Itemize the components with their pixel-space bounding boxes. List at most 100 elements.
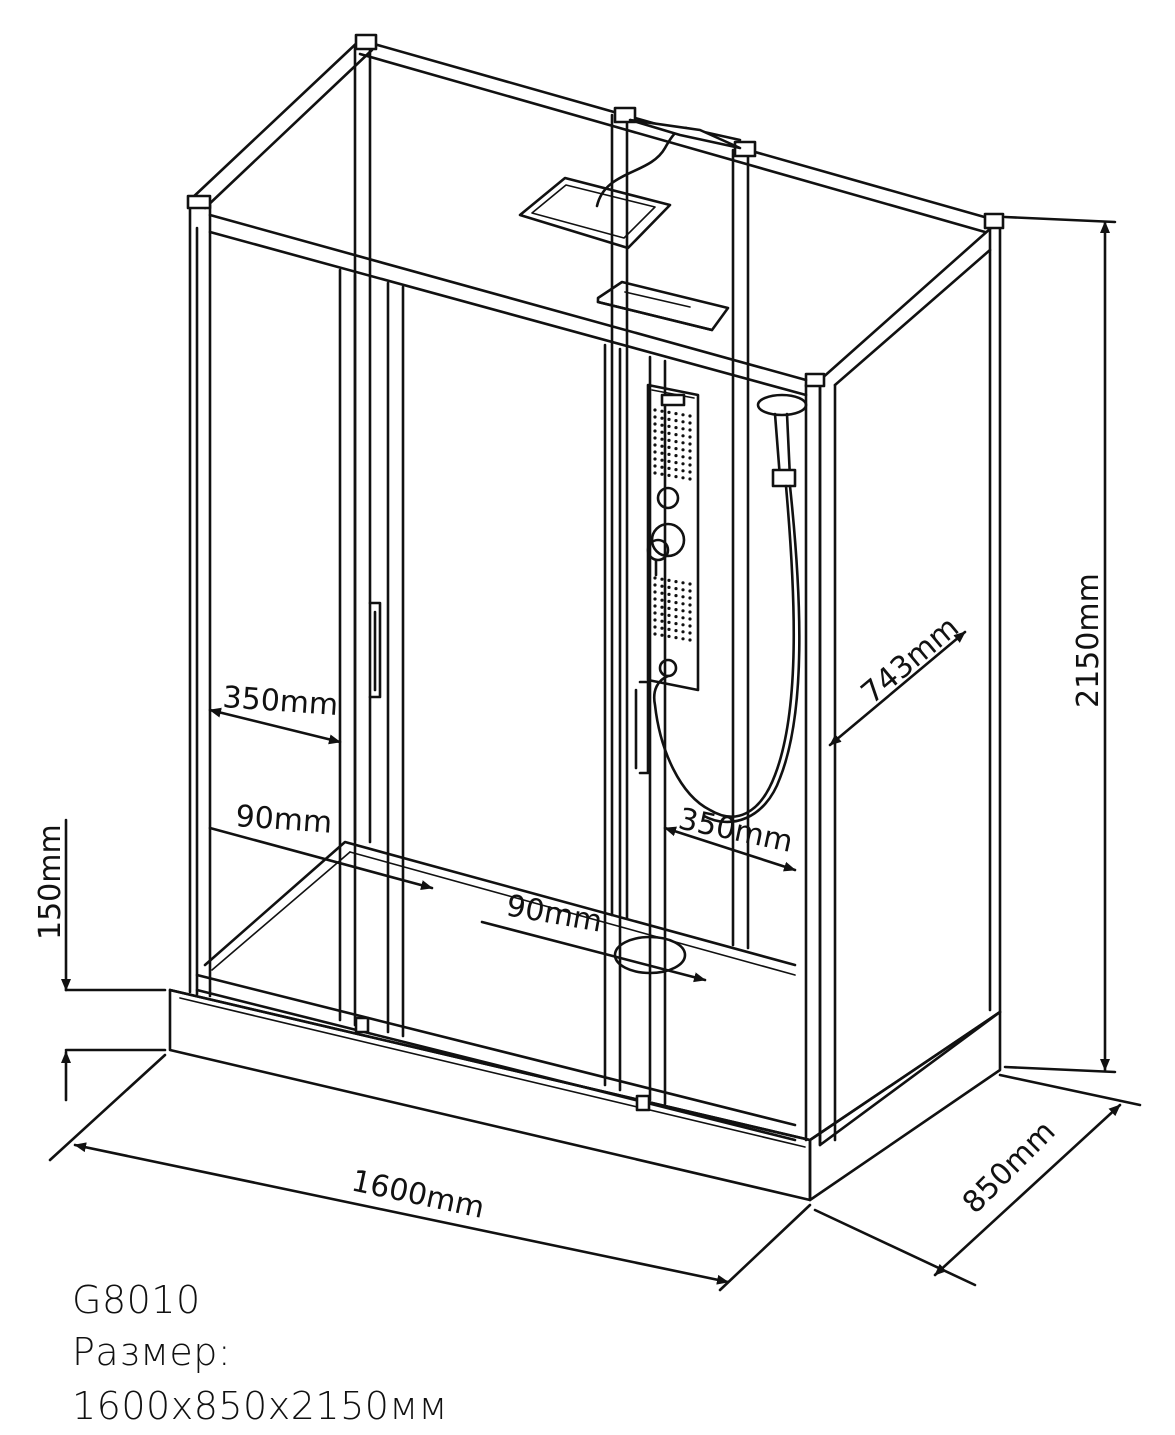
massage-jet [688, 638, 692, 642]
massage-jet [660, 423, 664, 427]
massage-jet [688, 582, 692, 586]
massage-jet [660, 416, 664, 420]
massage-jet [660, 619, 664, 623]
massage-jet [667, 431, 671, 435]
massage-jet [667, 438, 671, 442]
massage-jet [667, 592, 671, 597]
massage-jet [660, 444, 664, 448]
right-side-panel [818, 212, 1005, 1147]
massage-jet [681, 441, 685, 445]
massage-jet [660, 591, 664, 595]
drain [613, 935, 687, 975]
massage-jet [660, 451, 664, 455]
inner-floor [203, 840, 797, 976]
massage-jet [674, 608, 678, 612]
massage-jet [653, 436, 657, 440]
label-height: 2150mm [1071, 573, 1106, 708]
massage-jet [667, 585, 671, 590]
massage-jet [681, 448, 685, 452]
massage-jet [681, 609, 685, 613]
massage-jet [688, 603, 692, 607]
massage-jet [653, 604, 657, 608]
massage-jet [653, 611, 657, 615]
massage-jet [681, 462, 685, 466]
massage-jet [688, 414, 692, 418]
massage-jet [681, 637, 685, 641]
massage-jet [660, 598, 664, 602]
massage-jet [681, 581, 685, 585]
massage-jet [653, 597, 657, 601]
massage-jet [674, 440, 678, 444]
massage-jet [674, 433, 678, 437]
massage-jet [653, 408, 657, 412]
shelf [596, 280, 730, 332]
base-tray [168, 988, 1002, 1202]
massage-jet [681, 623, 685, 627]
door-handles [354, 601, 651, 1112]
massage-jet [660, 626, 664, 630]
massage-jet [653, 464, 657, 468]
massage-jet [667, 606, 671, 611]
massage-jet [660, 633, 664, 637]
massage-jet [660, 458, 664, 462]
label-depth: 850mm [956, 1114, 1063, 1221]
massage-jet [674, 601, 678, 605]
massage-jet [674, 615, 678, 619]
rain-shower [518, 118, 742, 250]
massage-jet [688, 624, 692, 628]
massage-jet [667, 578, 671, 583]
massage-jet [674, 468, 678, 472]
label-door-left-gap: 350mm [221, 680, 339, 723]
massage-jet [688, 435, 692, 439]
massage-jet [688, 456, 692, 460]
massage-jet [653, 583, 657, 587]
massage-jet [681, 413, 685, 417]
massage-jet [688, 449, 692, 453]
massage-jets-upper [653, 408, 692, 481]
model-name: G8010 [72, 1278, 201, 1322]
massage-jet [653, 632, 657, 636]
massage-jet [688, 470, 692, 474]
massage-jet [688, 589, 692, 593]
massage-jet [660, 430, 664, 434]
massage-jet [653, 450, 657, 454]
massage-jet [660, 577, 664, 581]
massage-jet [653, 590, 657, 594]
massage-jet [667, 620, 671, 625]
massage-jet [653, 618, 657, 622]
massage-jet [653, 576, 657, 580]
massage-jet [660, 584, 664, 588]
massage-jet [660, 605, 664, 609]
size-label: Размер: [72, 1330, 232, 1374]
massage-jet [667, 627, 671, 632]
massage-jet [674, 419, 678, 423]
massage-jet [681, 630, 685, 634]
size-value: 1600x850x2150мм [72, 1384, 448, 1428]
massage-jet [667, 445, 671, 449]
massage-jet [681, 469, 685, 473]
massage-jet [653, 625, 657, 629]
massage-jet [688, 477, 692, 481]
massage-jet [667, 599, 671, 604]
massage-jet [674, 594, 678, 598]
massage-jet [674, 636, 678, 640]
label-base-height: 150mm [33, 824, 68, 940]
massage-jet [681, 455, 685, 459]
massage-jet [681, 427, 685, 431]
massage-jet [674, 629, 678, 633]
massage-jet [681, 434, 685, 438]
label-threshold-left: 90mm [234, 799, 333, 841]
massage-jet [681, 476, 685, 480]
shower-panel [646, 383, 700, 692]
massage-jet [681, 420, 685, 424]
massage-jet [667, 424, 671, 428]
massage-jet [681, 588, 685, 592]
massage-jet [674, 454, 678, 458]
massage-jet [688, 442, 692, 446]
massage-jet [674, 475, 678, 479]
massage-jets-lower [653, 576, 692, 642]
massage-jet [688, 463, 692, 467]
dimension-lines [48, 215, 1142, 1292]
massage-jet [667, 452, 671, 456]
